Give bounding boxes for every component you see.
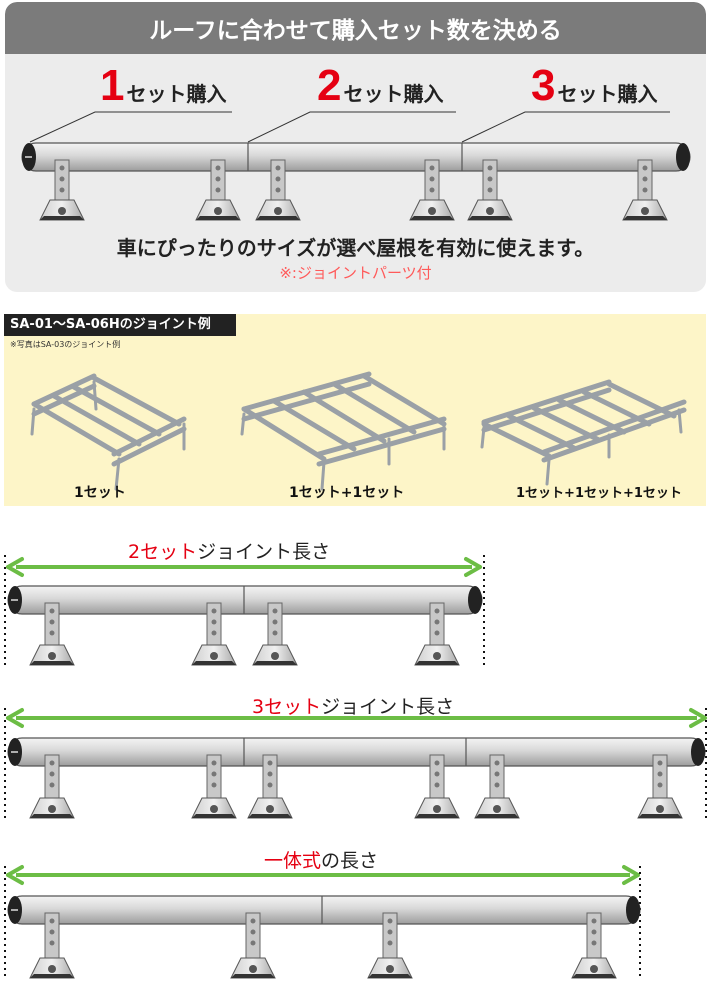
- diagram-label-3set: 3セットジョイント長さ: [252, 692, 454, 719]
- rack-foot: [39, 159, 85, 221]
- rack-foot: [29, 754, 75, 819]
- set-label-2: 2 セット購入: [317, 64, 443, 108]
- rack-photo-1: [30, 373, 187, 491]
- photo-caption-1: 1セット: [74, 485, 126, 501]
- callout-line: [461, 111, 670, 143]
- rack-bar: [7, 895, 641, 925]
- rack-foot: [409, 159, 455, 221]
- label-rest: ジョイント長さ: [321, 696, 455, 718]
- joint-example-title: SA-01～SA-06Hのジョイント例: [4, 314, 236, 336]
- label-rest: の長さ: [321, 850, 379, 872]
- joint-parts-note: ※:ジョイントパーツ付: [279, 264, 432, 282]
- set-number: 2: [317, 61, 342, 110]
- rack-foot: [191, 602, 237, 666]
- set-label-1: 1 セット購入: [100, 64, 226, 108]
- rack-foot: [467, 159, 513, 221]
- panel-header: ルーフに合わせて購入セット数を決める: [5, 2, 706, 54]
- rack-photo-2: [240, 371, 447, 491]
- label-rest: ジョイント長さ: [197, 541, 331, 563]
- rack-foot: [230, 912, 276, 979]
- set-number: 1: [100, 61, 125, 110]
- rack-foot: [367, 912, 413, 979]
- rack-bar: [7, 737, 706, 767]
- rack-foot: [247, 754, 293, 819]
- set-text: セット購入: [557, 82, 658, 106]
- joint-example-panel: SA-01～SA-06Hのジョイント例 ※写真はSA-03のジョイント例: [4, 314, 706, 506]
- length-arrow: [6, 708, 707, 728]
- length-arrow: [6, 865, 640, 885]
- rack-foot: [414, 602, 460, 666]
- rack-foot: [252, 602, 298, 666]
- rack-foot: [29, 602, 75, 666]
- photo-note: ※写真はSA-03のジョイント例: [10, 340, 121, 349]
- rack-foot: [622, 159, 668, 221]
- label-highlight: 2セット: [128, 541, 198, 563]
- set-text: セット購入: [343, 82, 444, 106]
- label-highlight: 一体式: [264, 850, 322, 872]
- diagram-label-onepiece: 一体式の長さ: [264, 846, 378, 873]
- tagline: 車にぴったりのサイズが選べ屋根を有効に使えます。: [116, 236, 595, 260]
- rack-bar: [21, 142, 691, 172]
- rack-foot: [195, 159, 241, 221]
- photo-caption-2: 1セット+1セット: [289, 485, 405, 501]
- callout-line: [247, 111, 456, 143]
- roof-rack-photos: [30, 371, 687, 491]
- rack-foot: [637, 754, 683, 819]
- rack-foot: [29, 912, 75, 979]
- set-text: セット購入: [126, 82, 227, 106]
- label-highlight: 3セット: [252, 696, 322, 718]
- diagram-label-2set: 2セットジョイント長さ: [128, 537, 330, 564]
- photo-caption-3: 1セット+1セット+1セット: [516, 486, 682, 501]
- rack-foot: [571, 912, 617, 979]
- roof-rack-illustration: [21, 111, 691, 221]
- set-number: 3: [531, 61, 556, 110]
- set-label-3: 3 セット購入: [531, 64, 657, 108]
- rack-foot: [414, 754, 460, 819]
- length-arrow: [6, 557, 482, 577]
- rack-foot: [255, 159, 301, 221]
- callout-line: [29, 111, 232, 143]
- rack-photo-3: [480, 379, 687, 486]
- rack-foot: [474, 754, 520, 819]
- rack-foot: [191, 754, 237, 819]
- rack-bar: [7, 585, 483, 615]
